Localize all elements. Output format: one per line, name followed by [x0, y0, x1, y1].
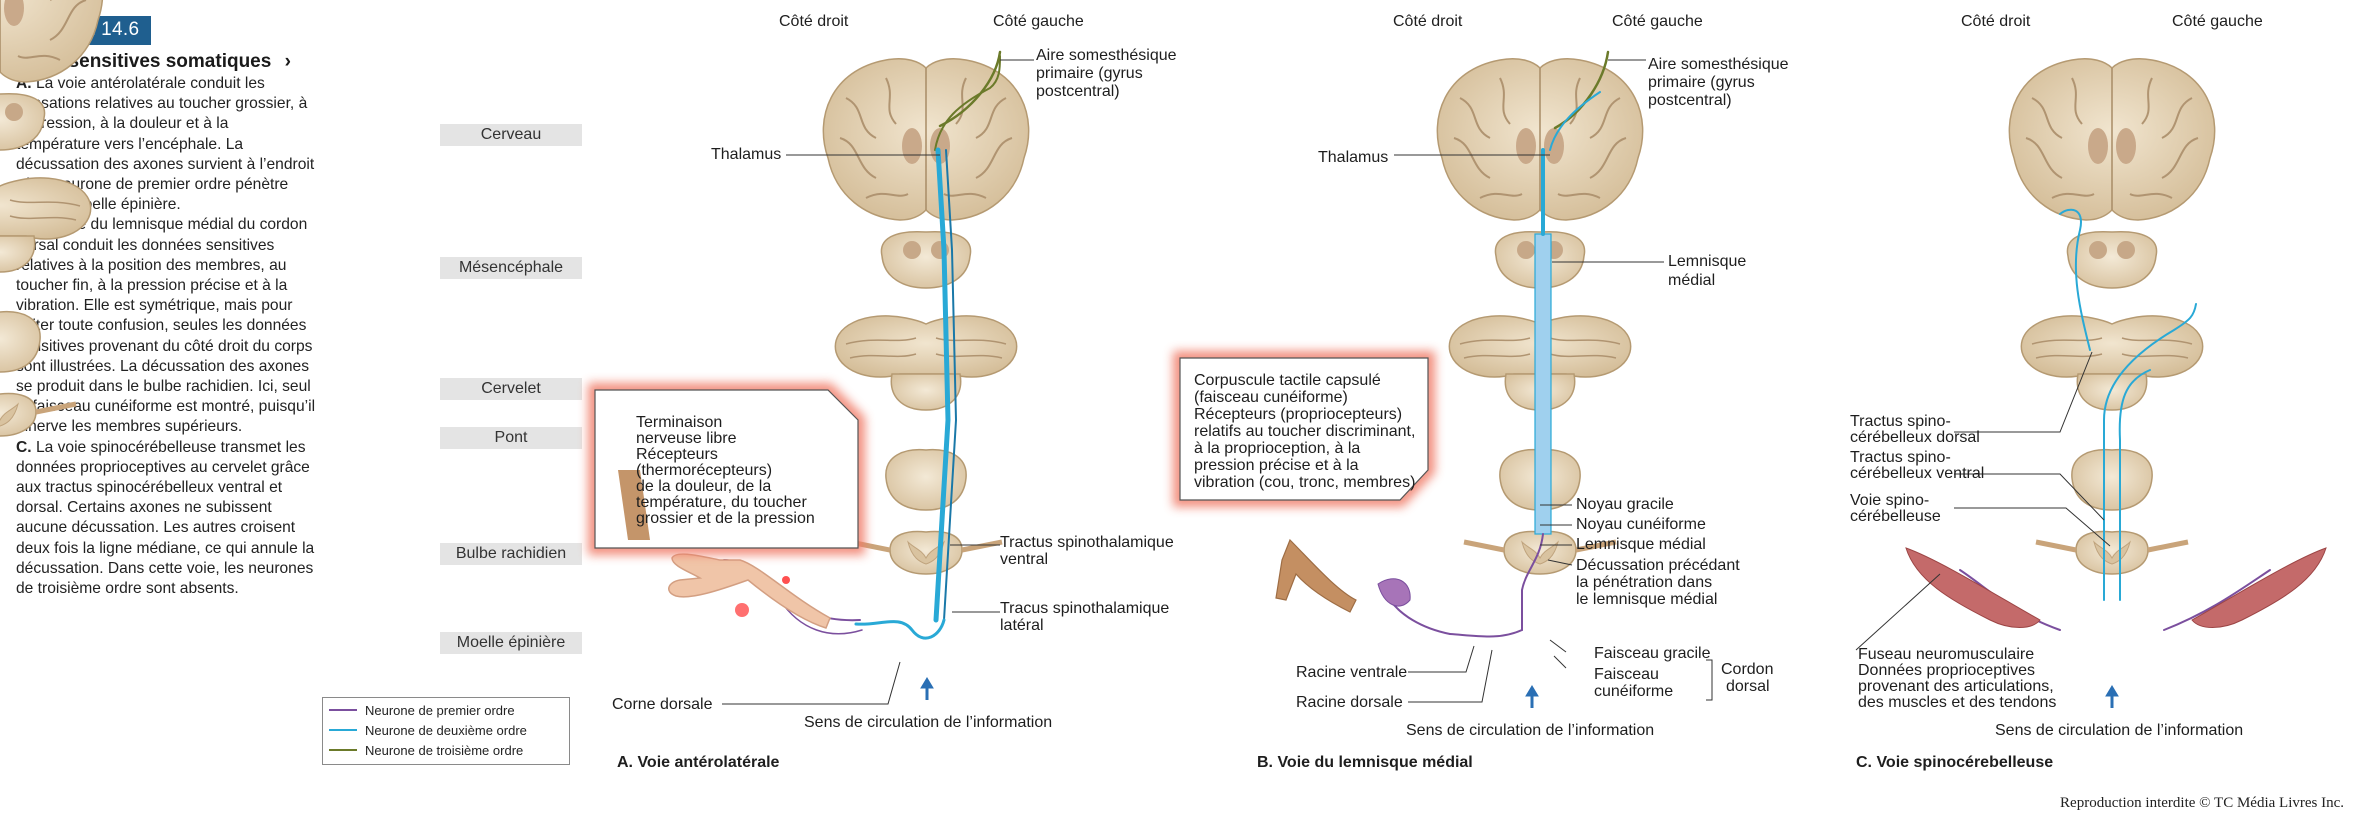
level-cervelet: Cervelet — [440, 378, 582, 400]
label-fuseau-1: Fuseau neuromusculaire — [1858, 646, 2035, 663]
label-tractus-lateral-2: latéral — [1000, 617, 1044, 634]
label-fuseau-4: des muscles et des tendons — [1858, 694, 2057, 711]
description-a: A. La voie antérolatérale conduit les se… — [16, 74, 316, 215]
callout-a-line-6: température, du toucher — [636, 494, 807, 511]
label-faisceau-cuneiforme-2: cunéiforme — [1594, 683, 1674, 700]
hand-a — [668, 553, 831, 629]
label-fuseau-2: Données proprioceptives — [1858, 662, 2035, 679]
label-aire-somesthesique-a: Aire somesthésique primaire (gyrus postc… — [1036, 47, 1177, 100]
legend-label: Neurone de deuxième ordre — [365, 722, 527, 738]
label-racine-dorsale: Racine dorsale — [1296, 694, 1403, 711]
label-decussation-2: la pénétration dans — [1576, 574, 1713, 591]
legend-swatch-olive — [329, 749, 357, 751]
callout-b — [1173, 351, 1435, 507]
callout-b-line-5: à la proprioception, à la — [1194, 440, 1361, 457]
caption-c: C. Voie spinocérebelleuse — [1856, 754, 2054, 771]
callout-b-line-2: (faisceau cunéiforme) — [1194, 389, 1348, 406]
label-noyau-gracile: Noyau gracile — [1576, 496, 1674, 513]
callout-a-line-7: grossier et de la pression — [636, 510, 815, 527]
callout-a-line-2: nerveuse libre — [636, 430, 737, 447]
cns-column-c — [2009, 59, 2214, 574]
callout-a-line-1: Terminaison — [636, 414, 723, 431]
label-noyau-cuneiforme: Noyau cunéiforme — [1576, 516, 1706, 533]
label-cordon-2: dorsal — [1726, 678, 1770, 695]
legend-label: Neurone de premier ordre — [365, 702, 515, 718]
stimulus-dot-a — [735, 603, 749, 617]
label-cote-gauche-a: Côté gauche — [993, 13, 1084, 30]
legend-label: Neurone de troisième ordre — [365, 742, 524, 758]
label-voie-2: cérébelleuse — [1850, 508, 1941, 525]
label-cote-droit-a: Côté droit — [779, 13, 849, 30]
label-cote-droit-b: Côté droit — [1393, 13, 1463, 30]
label-tractus-lateral-1: Tracus spinothalamique — [1000, 600, 1170, 617]
label-dorsal-1: Tractus spino- — [1850, 413, 1951, 430]
callout-a-line-4: (thermorécepteurs) — [636, 462, 773, 479]
description-c-label: C. — [16, 438, 32, 456]
label-cote-droit-c: Côté droit — [1961, 13, 2031, 30]
level-pont: Pont — [440, 427, 582, 449]
label-faisceau-cuneiforme-1: Faisceau — [1594, 666, 1659, 683]
label-ventral-1: Tractus spino- — [1850, 449, 1951, 466]
label-sens-b: Sens de circulation de l’information — [1406, 722, 1655, 739]
description-c-text: La voie spinocérébelleuse transmet les d… — [16, 438, 315, 598]
callout-a — [588, 383, 865, 555]
legend-swatch-purple — [329, 709, 357, 711]
callout-b-line-7: vibration (cou, tronc, membres) — [1194, 474, 1416, 491]
level-cerveau: Cerveau — [440, 124, 582, 146]
label-dorsal-2: cérébelleux dorsal — [1850, 429, 1980, 446]
callout-b-line-1: Corpuscule tactile capsulé — [1194, 372, 1381, 389]
label-thalamus-a: Thalamus — [711, 146, 782, 163]
label-decussation-1: Décussation précédant — [1576, 557, 1740, 574]
label-voie-1: Voie spino- — [1850, 492, 1930, 509]
label-lemnisque-medial: Lemnisque médial — [1576, 536, 1706, 553]
description-b: B. La voie du lemnisque médial du cordon… — [16, 215, 316, 437]
copyright-notice: Reproduction interdite © TC Média Livres… — [2060, 795, 2344, 811]
label-lemnisque-1: Lemnisque — [1668, 253, 1747, 270]
level-mesencephale: Mésencéphale — [440, 257, 582, 279]
legend-swatch-cyan — [329, 729, 357, 731]
callout-a-line-3: Récepteurs — [636, 446, 718, 463]
description-c: C. La voie spinocérébelleuse transmet le… — [16, 438, 316, 600]
label-tractus-ventral-2: ventral — [1000, 551, 1049, 568]
caption-b: B. Voie du lemnisque médial — [1257, 754, 1473, 771]
level-moelle-epiniere: Moelle épinière — [440, 632, 582, 654]
label-thalamus-b: Thalamus — [1318, 149, 1389, 166]
callout-a-line-5: de la douleur, de la — [636, 478, 772, 495]
label-cote-gauche-c: Côté gauche — [2172, 13, 2263, 30]
leader-lines — [722, 59, 2111, 705]
chevron-right-icon: › — [284, 51, 291, 72]
figure-description: A. La voie antérolatérale conduit les se… — [16, 74, 316, 599]
label-corne-dorsale: Corne dorsale — [612, 696, 713, 713]
label-sens-c: Sens de circulation de l’information — [1995, 722, 2244, 739]
caption-a: A. Voie antérolatérale — [617, 754, 780, 771]
label-sens-a: Sens de circulation de l’information — [804, 714, 1053, 731]
description-b-text: La voie du lemnisque médial du cordon do… — [16, 216, 316, 436]
label-ventral-2: cérébelleux ventral — [1850, 465, 1985, 482]
label-tractus-ventral-1: Tractus spinothalamique — [1000, 534, 1174, 551]
legend-item-third-order: Neurone de troisième ordre — [329, 741, 523, 759]
hand-b — [1275, 538, 1357, 613]
label-cote-gauche-b: Côté gauche — [1612, 13, 1703, 30]
callout-b-line-3: Récepteurs (propriocepteurs) — [1194, 406, 1403, 423]
tactile-probe-b — [1377, 578, 1411, 607]
label-racine-ventrale: Racine ventrale — [1296, 664, 1408, 681]
information-flow-arrows — [920, 677, 2119, 708]
label-aire-somesthesique-b: Aire somesthésique primaire (gyrus postc… — [1648, 56, 1789, 109]
legend-item-second-order: Neurone de deuxième ordre — [329, 721, 527, 739]
label-fuseau-3: provenant des articulations, — [1858, 678, 2054, 695]
level-bulbe-rachidien: Bulbe rachidien — [440, 543, 582, 565]
label-decussation-3: le lemnisque médial — [1576, 591, 1718, 608]
legend: Neurone de premier ordre Neurone de deux… — [322, 697, 570, 765]
muscle-right-c — [2191, 547, 2327, 628]
label-faisceau-gracile: Faisceau gracile — [1594, 645, 1711, 662]
legend-item-first-order: Neurone de premier ordre — [329, 701, 515, 719]
callout-b-line-6: pression précise et à la — [1194, 457, 1359, 474]
label-lemnisque-2: médial — [1668, 272, 1716, 289]
label-cordon-1: Cordon — [1721, 661, 1774, 678]
callout-b-line-4: relatifs au toucher discriminant, — [1194, 423, 1416, 440]
muscle-left-c — [1905, 547, 2041, 628]
description-a-text: La voie antérolatérale conduit les sensa… — [16, 75, 315, 214]
